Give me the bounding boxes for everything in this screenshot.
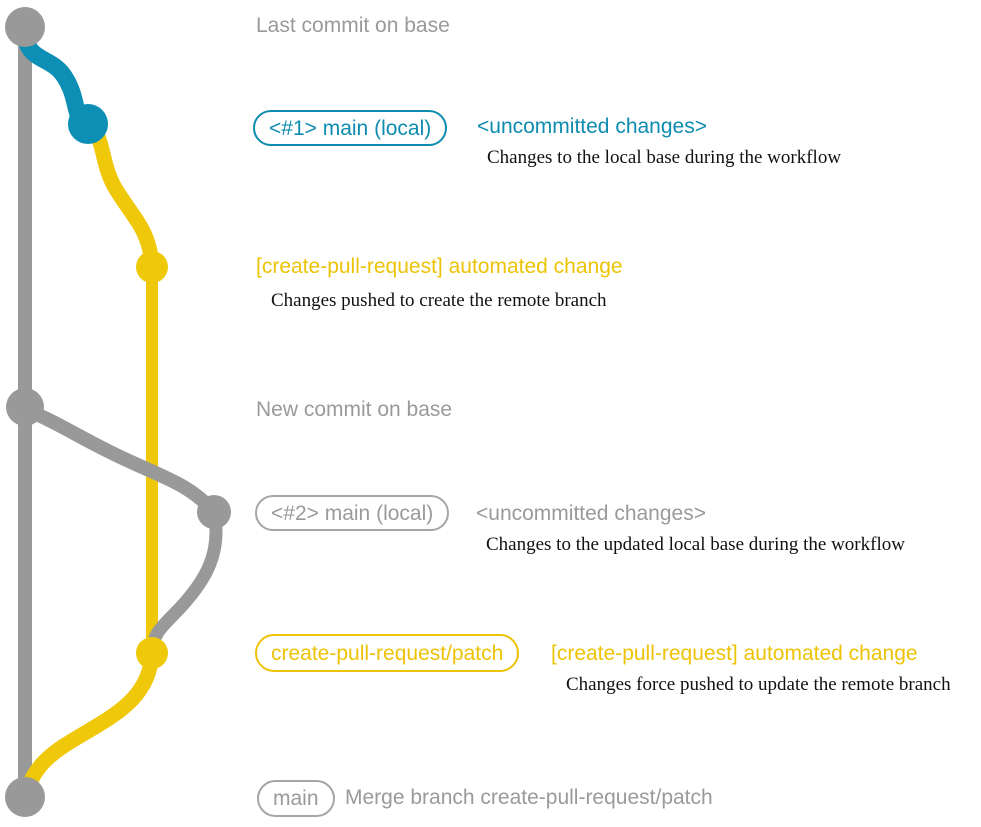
ref-badge-create-pull-request-patch[interactable]: create-pull-request/patch (255, 634, 520, 672)
last-commit-on-base-label: Last commit on base (256, 14, 450, 37)
ref-badge-main-local-2[interactable]: <#2> main (local) (255, 495, 450, 531)
local-branch-2-edge (18, 402, 221, 519)
uncommitted-changes-label-1: <uncommitted changes> (477, 115, 707, 138)
automated-change-label-2: [create-pull-request] automated change (551, 642, 918, 665)
patch-commit-1-node (136, 251, 168, 283)
ref-badge-main[interactable]: main (257, 780, 335, 817)
automated-change-label-1: [create-pull-request] automated change (256, 255, 623, 278)
local-commit-2-description: Changes to the updated local base during… (486, 534, 905, 555)
local-commit-1-description: Changes to the local base during the wor… (487, 147, 842, 168)
ref-badge-main-local-1[interactable]: <#1> main (local) (253, 110, 448, 146)
patch-2-to-merge-edge (17, 645, 160, 805)
new-commit-on-base-node (6, 388, 44, 426)
local-2-to-patch-2-edge (145, 505, 223, 660)
local-commit-1-node (68, 104, 108, 144)
last-commit-on-base-node (5, 7, 45, 47)
patch-commit-2-description: Changes force pushed to update the remot… (566, 674, 951, 695)
local-commit-2-node (197, 495, 231, 529)
patch-commit-2-node (136, 637, 168, 669)
merge-commit-label: Merge branch create-pull-request/patch (345, 786, 713, 809)
merge-commit-node (5, 777, 45, 817)
patch-branch-1-edge (80, 118, 160, 275)
uncommitted-changes-label-2: <uncommitted changes> (476, 502, 706, 525)
patch-commit-1-description: Changes pushed to create the remote bran… (271, 290, 607, 311)
new-commit-on-base-label: New commit on base (256, 398, 453, 421)
